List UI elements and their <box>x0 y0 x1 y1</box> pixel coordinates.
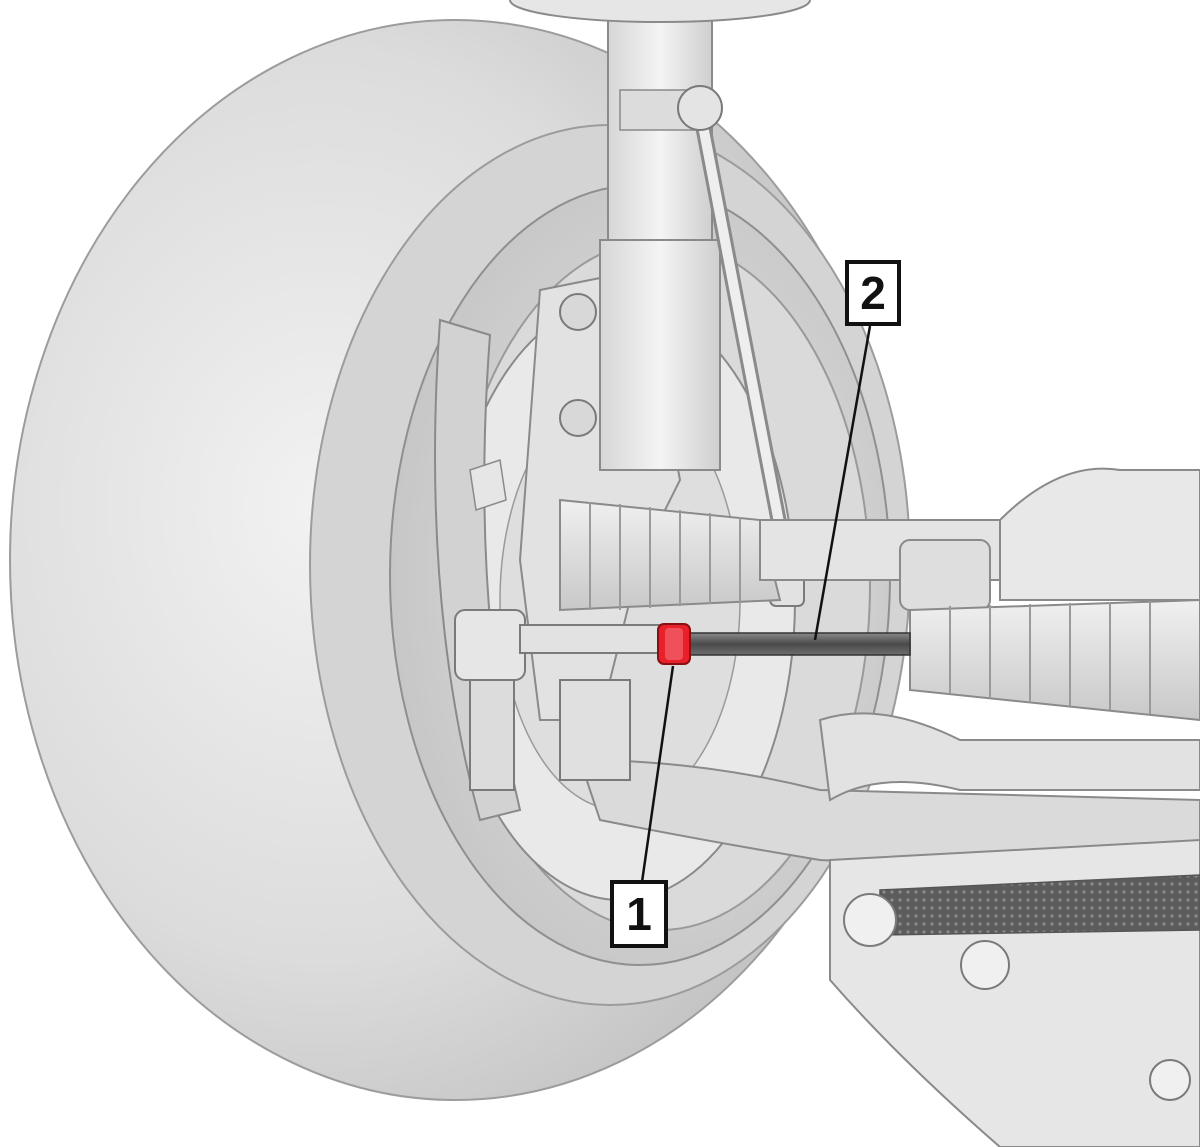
callout-1-leader <box>640 665 675 883</box>
callout-1: 1 <box>610 665 675 948</box>
brake-shield <box>434 318 522 822</box>
subframe <box>829 838 1200 1147</box>
callout-2-label: 2 <box>860 267 886 319</box>
inner-tie-rod <box>679 632 911 656</box>
spring-seat <box>509 0 811 23</box>
callout-1-box <box>610 880 668 948</box>
cv-boot <box>559 498 782 612</box>
tie-rod-end-lock-nut <box>657 623 691 665</box>
callout-2: 2 <box>813 260 901 641</box>
outer-tie-rod-end <box>454 609 671 791</box>
knuckle-bolt-upper <box>559 293 597 331</box>
drive-shaft <box>759 467 1200 611</box>
knuckle-bolt-lower <box>559 399 597 437</box>
steering-rack-boot <box>909 598 1200 722</box>
callout-2-box <box>845 260 901 326</box>
callout-1-label: 1 <box>626 888 652 940</box>
callout-2-leader <box>813 325 872 641</box>
